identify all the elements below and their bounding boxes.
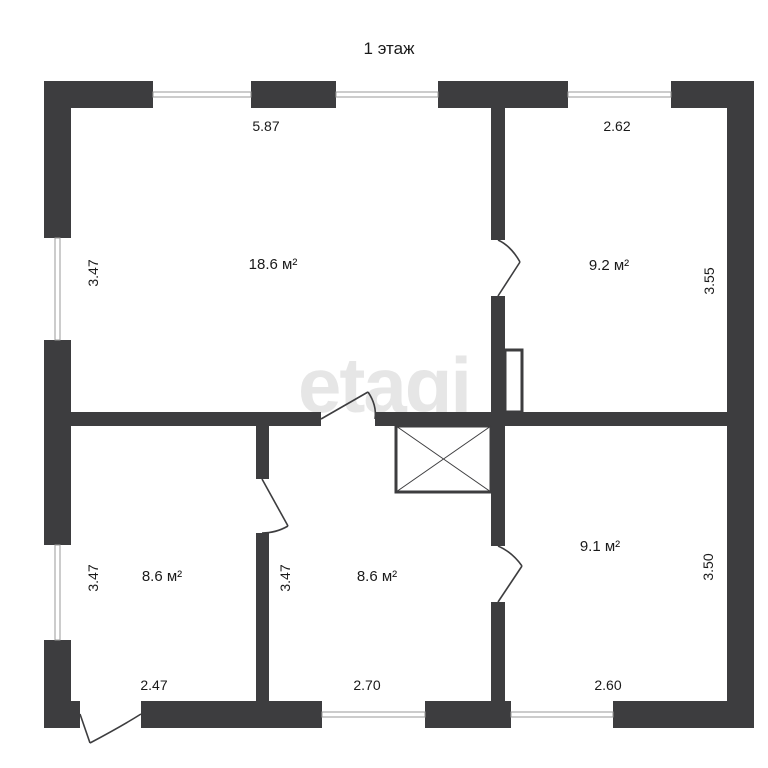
width-dimensions: 5.87 2.62 2.47 2.70 2.60 — [140, 118, 630, 693]
room-height-label: 3.47 — [277, 564, 293, 591]
window-left-1 — [44, 237, 71, 341]
room-area-label: 9.2 м² — [589, 257, 629, 274]
door-entrance — [79, 713, 142, 744]
wall-vertical-left-a — [256, 426, 269, 479]
door-right-room — [497, 545, 523, 603]
windows — [44, 81, 672, 728]
room-area-label: 8.6 м² — [142, 568, 182, 585]
wall-vertical-lower-b — [491, 602, 505, 701]
wall-middle-left — [71, 412, 321, 426]
wall-vertical-lower-a — [491, 426, 505, 546]
room-width-label: 2.60 — [594, 677, 621, 693]
window-left-2 — [44, 544, 71, 641]
room-width-label: 2.70 — [353, 677, 380, 693]
window-bottom-2 — [510, 701, 614, 728]
room-area-label: 9.1 м² — [580, 538, 620, 555]
room-area-label: 18.6 м² — [249, 256, 298, 273]
room-width-label: 2.62 — [603, 118, 630, 134]
wall-vertical-left-b — [256, 533, 269, 701]
room-width-label: 2.47 — [140, 677, 167, 693]
window-bottom-1 — [321, 701, 426, 728]
room-height-label: 3.55 — [701, 267, 717, 294]
room-height-label: 3.47 — [85, 564, 101, 591]
room-height-label: 3.50 — [700, 553, 716, 580]
door-left-room — [261, 478, 289, 534]
wall-right — [727, 81, 754, 728]
door-living-to-bedroom — [497, 239, 521, 297]
door-hall-to-living — [320, 391, 377, 420]
room-areas: 18.6 м² 9.2 м² 8.6 м² 8.6 м² 9.1 м² — [142, 256, 629, 585]
wall-vertical-upper-a — [491, 108, 505, 240]
doors — [79, 239, 523, 744]
entrance-opening — [80, 701, 141, 728]
window-top-1 — [152, 81, 252, 108]
window-top-3 — [567, 81, 672, 108]
height-dimensions: 3.47 3.55 3.47 3.47 3.50 — [85, 259, 717, 591]
room-area-label: 8.6 м² — [357, 568, 397, 585]
niche — [503, 348, 524, 414]
room-width-label: 5.87 — [252, 118, 279, 134]
wall-vertical-upper-b — [491, 296, 505, 412]
wall-middle-right — [375, 412, 727, 426]
shaft-box — [394, 424, 493, 494]
room-height-label: 3.47 — [85, 259, 101, 286]
window-top-2 — [335, 81, 439, 108]
floor-title: 1 этаж — [364, 39, 416, 58]
